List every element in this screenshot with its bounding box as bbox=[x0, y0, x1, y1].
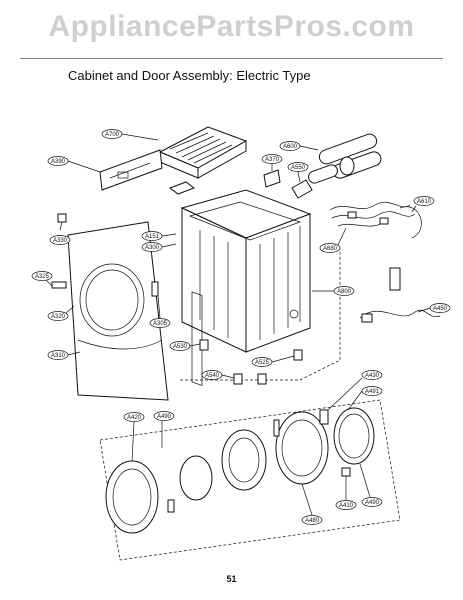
callout-label: A525 bbox=[255, 360, 270, 366]
callout-A800: A800 bbox=[312, 286, 355, 296]
header-rule bbox=[20, 58, 443, 59]
power-cord-part bbox=[359, 267, 441, 323]
door-ring-parts bbox=[105, 407, 375, 534]
callout-A525: A525 bbox=[251, 355, 295, 367]
door-switch-part bbox=[341, 467, 351, 477]
callout-label: A325 bbox=[35, 274, 50, 280]
callout-label: A600 bbox=[283, 144, 298, 150]
callout-label: A151 bbox=[145, 234, 160, 240]
callout-label: A700 bbox=[105, 132, 120, 138]
callout-label: A530 bbox=[173, 344, 188, 350]
callout-label: A540 bbox=[205, 373, 220, 379]
clip-part bbox=[57, 213, 67, 223]
callout-label: A610 bbox=[417, 199, 432, 205]
control-bracket-part bbox=[99, 149, 163, 191]
callout-A300: A300 bbox=[141, 242, 177, 252]
callout-A330: A330 bbox=[49, 221, 71, 245]
duct-hose-part bbox=[308, 133, 382, 184]
callout-A680: A680 bbox=[319, 227, 347, 253]
latch-part bbox=[151, 281, 159, 297]
callout-label: A305 bbox=[153, 321, 168, 327]
duct-grill-part bbox=[158, 126, 248, 179]
callout-A540: A540 bbox=[201, 370, 235, 380]
door-catch-part bbox=[319, 409, 329, 425]
callout-label: A430 bbox=[365, 373, 380, 379]
callout-label: A330 bbox=[53, 238, 68, 244]
callout-label: A410 bbox=[339, 503, 354, 509]
callout-label: A300 bbox=[145, 245, 160, 251]
diagram-title: Cabinet and Door Assembly: Electric Type bbox=[68, 68, 311, 83]
callout-A550: A550 bbox=[287, 162, 309, 183]
callout-label: A370 bbox=[265, 157, 280, 163]
callout-label: A490 bbox=[157, 414, 172, 420]
callout-label: A491 bbox=[365, 389, 380, 395]
callout-A430: A430 bbox=[327, 370, 383, 411]
hinge-part bbox=[51, 281, 67, 289]
callout-A370: A370 bbox=[261, 154, 283, 171]
callout-A305: A305 bbox=[149, 295, 171, 328]
callout-A420: A420 bbox=[123, 412, 145, 462]
callout-label: A450 bbox=[433, 306, 448, 312]
site-watermark: AppliancePartsPros.com bbox=[48, 10, 415, 43]
bracket-part bbox=[263, 169, 281, 188]
callout-label: A550 bbox=[291, 165, 306, 171]
callout-A320: A320 bbox=[47, 305, 75, 321]
callout-A310: A310 bbox=[47, 350, 81, 360]
callout-label: A310 bbox=[51, 353, 66, 359]
callout-A480: A480 bbox=[301, 483, 323, 525]
callout-A530: A530 bbox=[169, 341, 201, 351]
callout-label: A480 bbox=[305, 518, 320, 524]
hook-part bbox=[291, 179, 313, 199]
callout-A610: A610 bbox=[411, 196, 435, 213]
callout-label: A320 bbox=[51, 314, 66, 320]
callout-A700: A700 bbox=[101, 129, 159, 141]
callout-A450: A450 bbox=[417, 303, 451, 313]
callout-A325: A325 bbox=[31, 271, 53, 287]
wire-harness-part bbox=[329, 201, 422, 239]
callout-label: A680 bbox=[323, 246, 338, 252]
door-hinge-part bbox=[167, 499, 175, 513]
callout-A490-right: A490 bbox=[359, 463, 383, 507]
callout-A151: A151 bbox=[141, 231, 177, 241]
callout-A490-top: A490 bbox=[153, 411, 175, 448]
callout-A600: A600 bbox=[279, 141, 319, 151]
page-number: 51 bbox=[226, 574, 237, 584]
callout-label: A420 bbox=[127, 415, 142, 421]
door-latch-part bbox=[273, 419, 280, 437]
callout-label: A390 bbox=[51, 159, 66, 165]
callout-A491: A491 bbox=[347, 386, 383, 411]
callout-label: A490 bbox=[365, 500, 380, 506]
callout-A410: A410 bbox=[335, 476, 357, 510]
leveling-feet-part bbox=[199, 339, 303, 385]
callout-A390: A390 bbox=[47, 156, 101, 173]
cabinet-part bbox=[180, 189, 312, 386]
callout-label: A800 bbox=[337, 289, 352, 295]
front-panel-part bbox=[67, 221, 169, 401]
filter-piece-part bbox=[168, 181, 196, 195]
